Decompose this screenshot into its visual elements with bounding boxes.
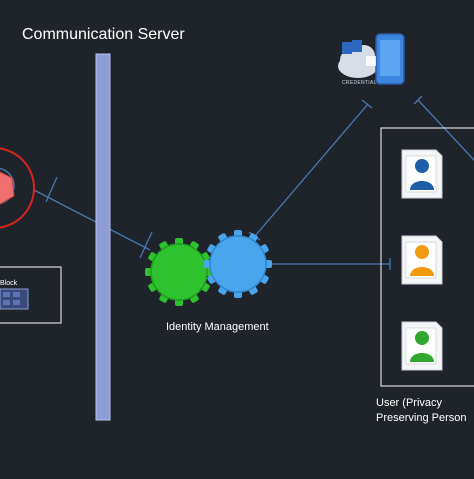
cloud-phone-icon (338, 33, 405, 85)
connector-lines (33, 99, 474, 265)
user-card-icon-orange (401, 235, 443, 285)
tick-idm-left (139, 231, 153, 259)
gear-icon-blue (204, 230, 272, 298)
gear-icon-green (145, 238, 213, 306)
connector-ticks (45, 95, 423, 270)
tick-right-cloud (413, 95, 423, 105)
cloud-label: CREDENTIAL (342, 80, 377, 86)
block-panel (0, 266, 62, 324)
block-label: Block (0, 280, 18, 287)
communication-server-bar (95, 53, 111, 421)
tick-idm-cloud (361, 99, 373, 109)
user-card-icon-green (401, 321, 443, 371)
link-cloud-to-right (417, 99, 474, 161)
user-label: User (Privacy Preserving Person (376, 396, 467, 426)
identity-management-label: Identity Management (166, 321, 269, 333)
communication-server-title: Communication Server (22, 26, 185, 43)
user-label-line1: User (Privacy (376, 397, 443, 409)
user-label-line2: Preserving Person (376, 412, 467, 424)
link-idm-to-cloud (254, 103, 369, 237)
link-left-to-idm (33, 189, 151, 251)
robot-icon (0, 147, 35, 229)
user-card-icon-blue (401, 149, 443, 199)
users-panel (380, 127, 474, 387)
tick-left (45, 176, 58, 203)
